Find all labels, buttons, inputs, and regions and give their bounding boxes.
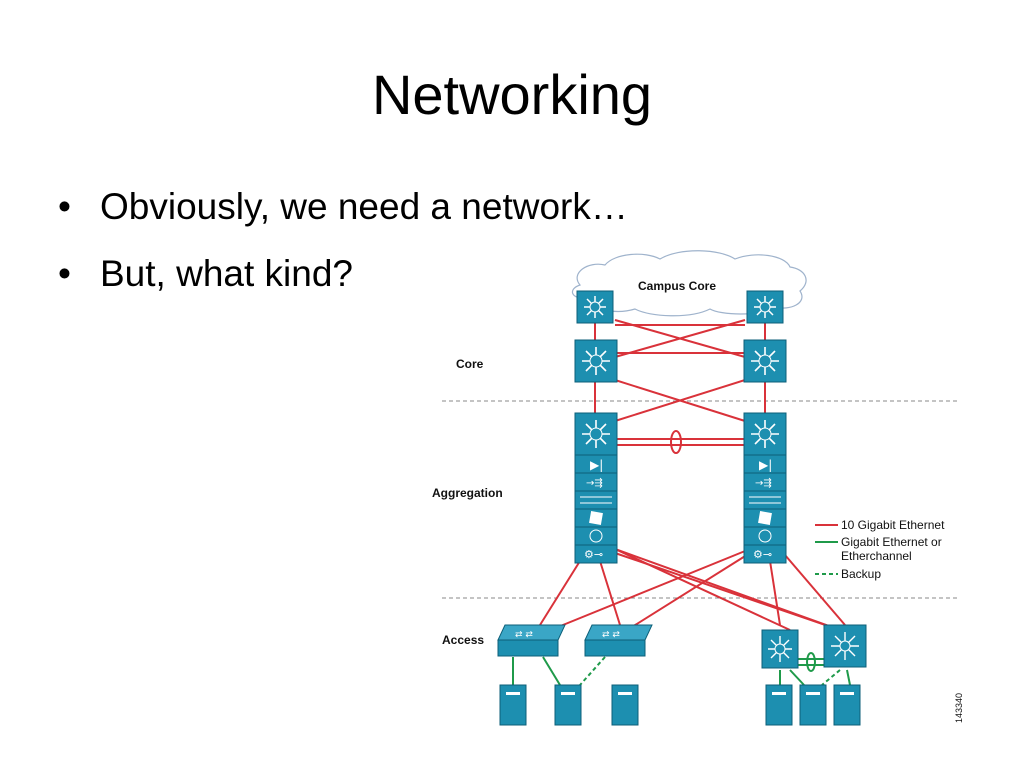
bullet-item: • Obviously, we need a network…	[58, 188, 628, 225]
server-5	[799, 684, 827, 726]
campus-core-switch-right	[746, 290, 784, 324]
legend-gig-label-cont: Etherchannel	[841, 549, 912, 563]
svg-text:→⇶: →⇶	[755, 477, 772, 489]
aggregation-stack-left: ▶| →⇶ ⚙⊸	[574, 412, 618, 564]
server-2	[554, 684, 582, 726]
legend-ten-gig-label: 10 Gigabit Ethernet	[841, 518, 945, 532]
bullet-text: But, what kind?	[100, 253, 353, 294]
server-1	[499, 684, 527, 726]
legend-backup-label: Backup	[841, 567, 881, 581]
legend: 10 Gigabit Ethernet Gigabit Ethernet or …	[815, 518, 945, 581]
legend-gig-label: Gigabit Ethernet or	[841, 535, 942, 549]
core-switch-left	[574, 339, 618, 383]
bullet-list: • Obviously, we need a network… • But, wha…	[58, 188, 628, 322]
layer-label-aggregation: Aggregation	[432, 486, 503, 500]
access-l3-switch-2	[823, 624, 867, 668]
svg-text:▶|: ▶|	[590, 458, 603, 472]
bullet-text: Obviously, we need a network…	[100, 186, 628, 227]
layer-label-core: Core	[456, 357, 484, 371]
aggregation-stack-right: ▶| →⇶ ⚙⊸	[743, 412, 787, 564]
campus-core-switch-left	[576, 290, 614, 324]
svg-text:⇄ ⇄: ⇄ ⇄	[515, 630, 533, 640]
etherchannel-bundle-icon	[670, 430, 682, 454]
figure-id: 143340	[954, 693, 964, 723]
access-l3-switch-1	[761, 629, 799, 669]
access-switch-2: ⇄ ⇄	[584, 624, 653, 657]
server-3	[611, 684, 639, 726]
access-switch-1: ⇄ ⇄	[497, 624, 566, 657]
core-switch-right	[743, 339, 787, 383]
svg-text:→⇶: →⇶	[586, 477, 603, 489]
campus-core-label: Campus Core	[638, 279, 716, 293]
svg-text:⚙⊸: ⚙⊸	[753, 548, 772, 561]
layer-label-access: Access	[442, 633, 484, 647]
bullet-dot-icon: •	[58, 186, 71, 227]
server-6	[833, 684, 861, 726]
access-etherchannel-icon	[806, 652, 816, 672]
svg-text:▶|: ▶|	[759, 458, 772, 472]
server-4	[765, 684, 793, 726]
network-topology-diagram: Campus Core Core Aggregation Access	[432, 250, 964, 726]
bullet-item: • But, what kind?	[58, 255, 628, 292]
backup-links	[579, 656, 841, 686]
slide-title: Networking	[371, 63, 653, 126]
svg-text:⇄ ⇄: ⇄ ⇄	[602, 630, 620, 640]
svg-text:⚙⊸: ⚙⊸	[584, 548, 603, 561]
bullet-dot-icon: •	[58, 253, 71, 294]
gig-links	[512, 656, 851, 686]
